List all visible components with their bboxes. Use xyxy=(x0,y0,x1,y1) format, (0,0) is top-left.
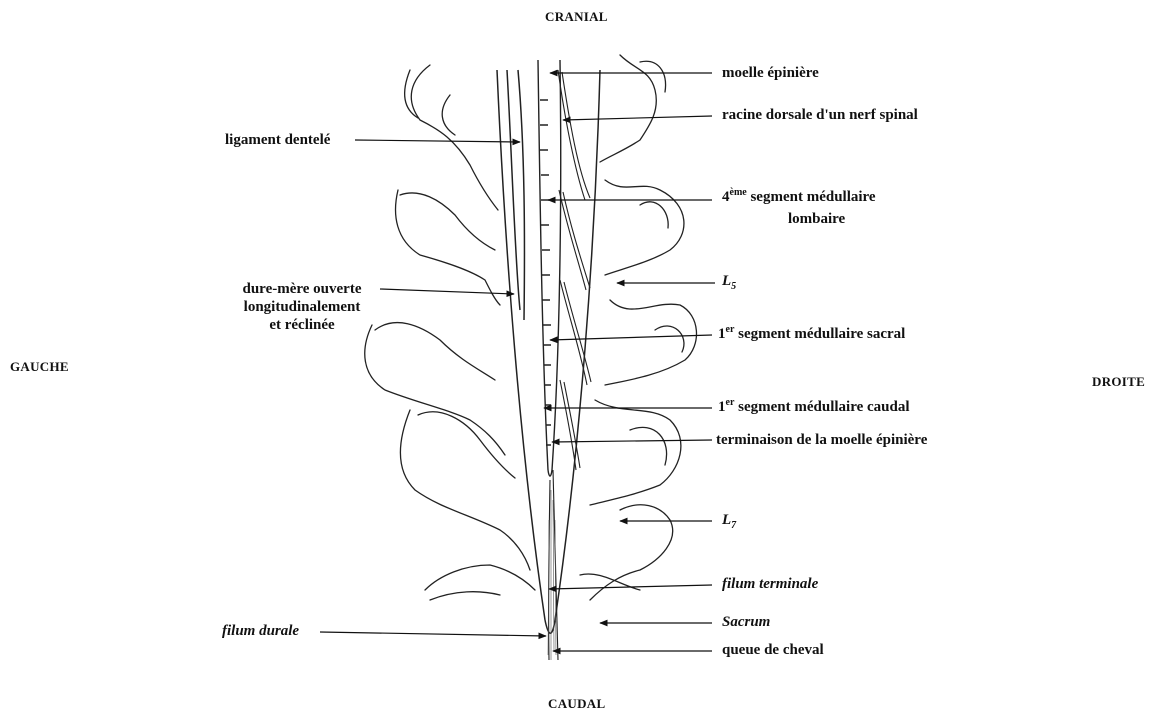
dorsal-roots xyxy=(549,70,591,660)
vertebrae-left xyxy=(365,65,535,600)
segment-sacral-sup: er xyxy=(726,324,735,335)
segment-caudal-sup: er xyxy=(726,397,735,408)
segment-caudal-text: segment médullaire caudal xyxy=(734,399,909,415)
segment-sacral-num: 1 xyxy=(718,326,726,342)
segment-caudal-num: 1 xyxy=(718,399,726,415)
label-filum-terminale: filum terminale xyxy=(722,575,818,593)
label-segment-caudal: 1er segment médullaire caudal xyxy=(718,398,910,418)
l5-sub: 5 xyxy=(731,281,736,292)
segment-lombaire-sup: ème xyxy=(730,187,747,198)
leader-lines xyxy=(320,73,715,651)
l5-letter: L xyxy=(722,273,731,289)
segment-sacral-text: segment médullaire sacral xyxy=(734,326,905,342)
dure-mere-line2: longitudinalement xyxy=(222,298,382,316)
l7-sub: 7 xyxy=(731,520,736,531)
dure-mere-line1: dure-mère ouverte xyxy=(222,280,382,298)
label-terminaison: terminaison de la moelle épinière xyxy=(716,431,927,449)
segment-lombaire-line1: segment médullaire xyxy=(747,189,876,205)
label-queue-de-cheval: queue de cheval xyxy=(722,641,824,659)
dure-mere-line3: et réclinée xyxy=(222,316,382,334)
label-moelle-epiniere: moelle épinière xyxy=(722,64,819,82)
label-segment-lombaire: 4ème segment médullaire xyxy=(722,188,876,208)
label-l7: L7 xyxy=(722,511,736,531)
label-racine-dorsale: racine dorsale d'un nerf spinal xyxy=(722,106,918,124)
label-segment-lombaire-line2: lombaire xyxy=(788,210,845,228)
label-filum-durale: filum durale xyxy=(222,622,299,640)
spinal-cord xyxy=(538,60,561,476)
orientation-right: DROITE xyxy=(1092,373,1145,391)
orientation-cranial: CRANIAL xyxy=(545,8,608,26)
label-ligament-dentele: ligament dentelé xyxy=(225,131,330,149)
label-segment-sacral: 1er segment médullaire sacral xyxy=(718,325,905,345)
l7-letter: L xyxy=(722,512,731,528)
orientation-left: GAUCHE xyxy=(10,358,69,376)
orientation-caudal: CAUDAL xyxy=(548,695,605,713)
label-l5: L5 xyxy=(722,272,736,292)
label-dure-mere: dure-mère ouverte longitudinalement et r… xyxy=(222,280,382,334)
label-sacrum: Sacrum xyxy=(722,613,770,631)
segment-lombaire-num: 4 xyxy=(722,189,730,205)
